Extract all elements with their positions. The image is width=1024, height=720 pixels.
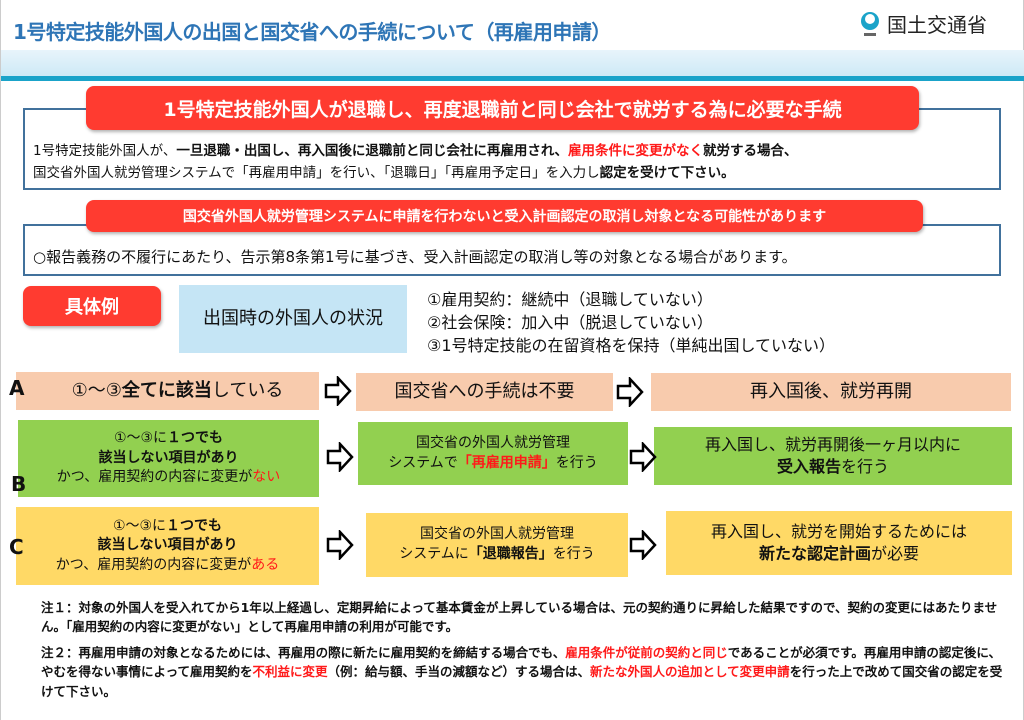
logo-text: 国土交通省	[887, 12, 987, 37]
condition-item: ③1号特定技能の在留資格を保持（単純出国していない）	[427, 336, 836, 355]
text: 1号特定技能外国人が、	[33, 143, 177, 159]
row-c-letter: C	[9, 535, 24, 559]
row-b-step: 国交省の外国人就労管理 システムで「再雇用申請」を行う	[358, 422, 628, 485]
text: 注２：再雇用申請の対象となるためには、再雇用の際に新たに雇用契約を締結する場合で…	[41, 644, 566, 660]
text-red: ない	[252, 469, 281, 486]
header-band	[1, 50, 1024, 80]
notes: 注１：対象の外国人を受入れてから1年以上経過し、定期昇給によって基本賃金が上昇し…	[41, 598, 1011, 701]
row-b-condition: ①～③に１つでも 該当しない項目があり かつ、雇用契約の内容に変更がない	[18, 420, 319, 497]
procedure-line-2: 国交省外国人就労管理システムで「再雇用申請」を行い、「退職日」「再雇用予定日」を…	[33, 162, 797, 184]
text-red: 雇用条件に変更がなく	[567, 143, 703, 159]
text-bold: 認定を受けて下さい。	[599, 165, 735, 181]
text: ①～③に１つでも	[114, 429, 223, 449]
text: 新たな認定計画が必要	[759, 543, 919, 565]
page-title: 1号特定技能外国人の出国と国交省への手続について（再雇用申請）	[13, 20, 611, 44]
warning-box: ○報告義務の不履行にあたり、告示第8条第1号に基づき、受入計画認定の取消し等の対…	[23, 224, 1001, 276]
condition-item: ②社会保険：加入中（脱退していない）	[427, 313, 713, 332]
procedure-heading: 1号特定技能外国人が退職し、再度退職前と同じ会社で就労する為に必要な手続	[86, 86, 919, 130]
text: かつ、雇用契約の内容に変更がある	[56, 556, 279, 576]
text-bold: 一旦退職・出国し、再入国後に退職前と同じ会社に再雇用され、	[176, 143, 568, 159]
text-bold: 受入報告	[776, 457, 841, 476]
text-red: ある	[251, 556, 280, 573]
text: システムに「退職報告」を行う	[399, 545, 595, 565]
text: ①～③に	[113, 430, 168, 447]
condition-item: ①雇用契約：継続中（退職していない）	[427, 290, 713, 309]
text-bold: 該当しない項目があり	[98, 449, 239, 466]
text-red: 雇用条件が従前の契約と同じ	[565, 644, 728, 660]
text: ①～③に１つでも	[113, 517, 222, 537]
text: を行う	[552, 546, 595, 562]
row-b-letter: B	[11, 472, 27, 496]
arrow-right-icon	[629, 442, 657, 472]
text: ①～③に	[112, 517, 167, 534]
text-bold: 就労する場合、	[702, 143, 798, 159]
note-2: 注２：再雇用申請の対象となるためには、再雇用の際に新たに雇用契約を締結する場合で…	[41, 643, 1011, 701]
arrow-right-icon	[326, 442, 354, 472]
text: かつ、雇用契約の内容に変更が	[56, 469, 253, 486]
arrow-right-icon	[616, 377, 644, 407]
text-red: 新たな外国人の追加として変更申請	[590, 664, 790, 680]
procedure-box: 1号特定技能外国人が、一旦退職・出国し、再入国後に退職前と同じ会社に再雇用され、…	[23, 108, 1001, 190]
conditions-list: ①雇用契約：継続中（退職していない） ②社会保険：加入中（脱退していない） ③1…	[427, 288, 835, 357]
text: 国交省の外国人就労管理	[420, 526, 574, 543]
row-a-letter: A	[9, 376, 25, 400]
note-1: 注１：対象の外国人を受入れてから1年以上経過し、定期昇給によって基本賃金が上昇し…	[41, 600, 998, 635]
text: であることが必須です。再雇用申請の認定後に、やむを得ない事情によって雇用契約を	[41, 644, 1002, 680]
row-b-result: 再入国し、就労再開後一ヶ月以内に 受入報告を行う	[654, 427, 1012, 485]
text: （例：給与額、手当の減額など）する場合は、	[327, 664, 591, 680]
warning-text: ○報告義務の不履行にあたり、告示第8条第1号に基づき、受入計画認定の取消し等の対…	[33, 248, 797, 266]
text: を行った上で改めて国交省の認定を受けて下さい。	[41, 664, 1003, 699]
text-bold: 「退職報告」	[468, 546, 553, 562]
row-a-step: 国交省への手続は不要	[356, 373, 613, 411]
arrow-right-icon	[629, 530, 657, 560]
arrow-right-icon	[326, 530, 354, 560]
text: が必要	[871, 544, 920, 563]
text: かつ、雇用契約の内容に変更が	[55, 556, 252, 573]
text: システムで「再雇用申請」を行う	[388, 454, 598, 474]
text: 再入国し、就労再開後一ヶ月以内に	[704, 434, 961, 454]
header-divider	[1, 76, 1024, 81]
example-label: 具体例	[23, 286, 161, 326]
text: 国交省外国人就労管理システムで「再雇用申請」を行い、「退職日」「再雇用予定日」を…	[33, 165, 600, 181]
arrow-right-icon	[324, 376, 352, 406]
text: している	[211, 380, 284, 402]
warning-heading: 国交省外国人就労管理システムに申請を行わないと受入計画認定の取消し対象となる可能…	[86, 200, 923, 232]
text: かつ、雇用契約の内容に変更がない	[57, 468, 280, 488]
text: 国交省の外国人就労管理	[416, 434, 570, 451]
row-c-result: 再入国し、就労を開始するためには 新たな認定計画が必要	[666, 511, 1012, 575]
text: システムで	[388, 454, 458, 471]
text: を行う	[841, 457, 890, 476]
text-bold: 該当しない項目があり	[97, 537, 238, 554]
row-a-result: 再入国後、就労再開	[651, 373, 1011, 411]
text: 受入報告を行う	[777, 456, 889, 478]
mlit-emblem-icon	[861, 12, 879, 36]
text: を行う	[555, 454, 598, 471]
text-bold: １つでも	[167, 430, 224, 447]
text-red: 不利益に変更	[252, 664, 328, 680]
text-bold: 新たな認定計画	[758, 544, 871, 563]
text: 再入国し、就労を開始するためには	[710, 521, 967, 541]
procedure-line-1: 1号特定技能外国人が、一旦退職・出国し、再入国後に退職前と同じ会社に再雇用され、…	[33, 140, 797, 162]
text-bold: 全てに該当	[121, 380, 212, 402]
row-c-condition: ①～③に１つでも 該当しない項目があり かつ、雇用契約の内容に変更がある	[16, 507, 319, 585]
mlit-logo: 国土交通省	[859, 8, 987, 38]
text: ①～③	[71, 380, 122, 402]
text-bold: １つでも	[166, 517, 223, 534]
status-box: 出国時の外国人の状況	[179, 285, 407, 353]
text: システムに	[399, 546, 469, 562]
row-c-step: 国交省の外国人就労管理 システムに「退職報告」を行う	[366, 513, 628, 577]
text-red: 「再雇用申請」	[457, 454, 556, 471]
